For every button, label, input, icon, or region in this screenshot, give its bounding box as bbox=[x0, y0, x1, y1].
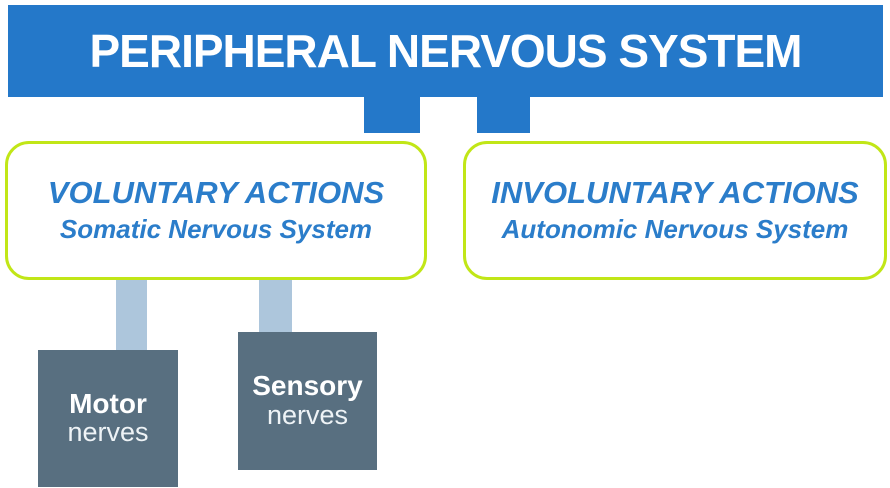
sensory-nerves-subtitle: nerves bbox=[266, 399, 349, 430]
branch-voluntary-title: VOLUNTARY ACTIONS bbox=[47, 174, 385, 210]
motor-nerves-title: Motor bbox=[69, 387, 147, 419]
branch-voluntary-subtitle: Somatic Nervous System bbox=[59, 213, 373, 244]
branch-voluntary-actions: VOLUNTARY ACTIONS Somatic Nervous System bbox=[5, 141, 427, 280]
motor-nerves-subtitle: nerves bbox=[67, 417, 149, 448]
title-banner: PERIPHERAL NERVOUS SYSTEM bbox=[8, 5, 883, 97]
branch-involuntary-subtitle: Autonomic Nervous System bbox=[501, 213, 849, 244]
diagram-title: PERIPHERAL NERVOUS SYSTEM bbox=[89, 25, 802, 77]
sensory-nerves-title: Sensory bbox=[252, 370, 363, 402]
banner-connector-left bbox=[364, 97, 420, 133]
connector-sensory-nerves bbox=[259, 280, 292, 333]
branch-involuntary-actions: INVOLUNTARY ACTIONS Autonomic Nervous Sy… bbox=[463, 141, 887, 280]
node-sensory-nerves: Sensory nerves bbox=[238, 332, 377, 470]
connector-motor-nerves bbox=[116, 280, 147, 350]
branch-involuntary-title: INVOLUNTARY ACTIONS bbox=[491, 174, 859, 210]
banner-connector-right bbox=[477, 97, 530, 133]
node-motor-nerves: Motor nerves bbox=[38, 350, 178, 487]
